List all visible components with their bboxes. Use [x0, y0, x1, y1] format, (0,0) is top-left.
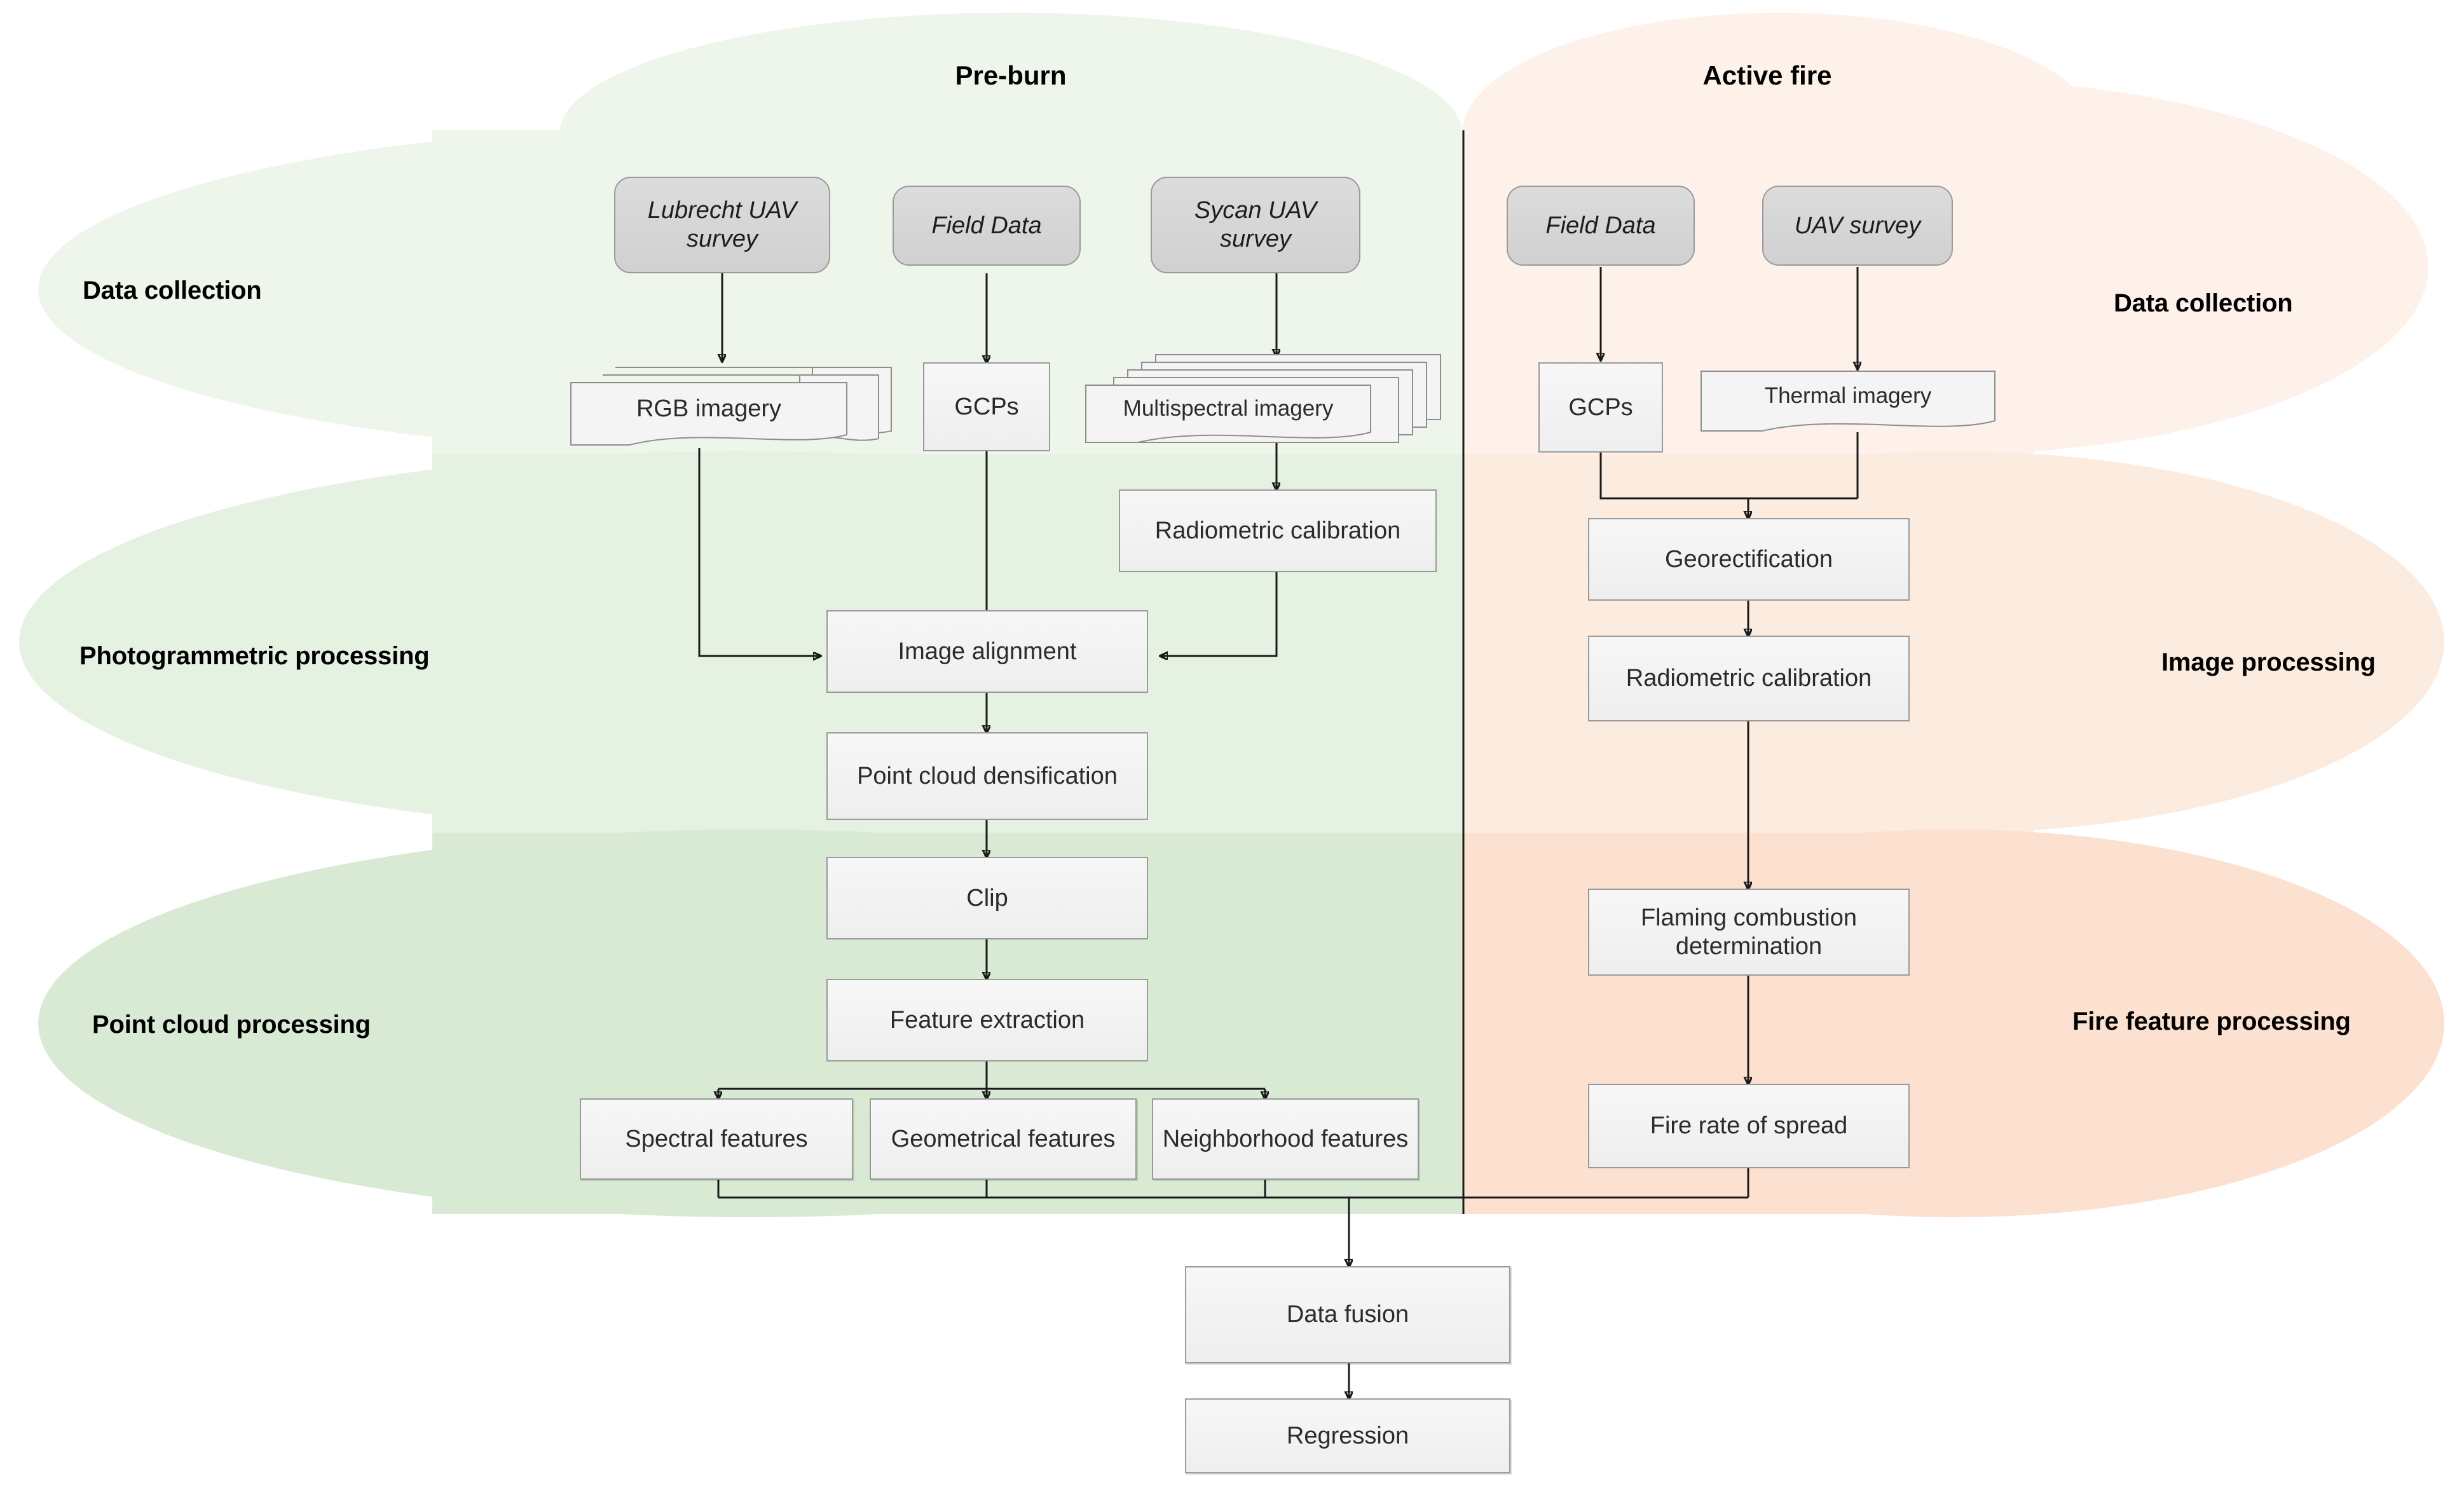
phase-title-preburn: Pre-burn	[955, 60, 1067, 90]
doc-thermal-imagery[interactable]: Thermal imagery	[1699, 369, 2016, 439]
lane-label-right-image-processing: Image processing	[2161, 648, 2376, 676]
node-radiometric-calibration-left[interactable]: Radiometric calibration	[1119, 489, 1437, 572]
phase-title-active-fire: Active fire	[1702, 60, 1832, 90]
node-georectification[interactable]: Georectification	[1588, 518, 1910, 601]
node-flaming-combustion-determination[interactable]: Flaming combustion determination	[1588, 889, 1910, 976]
node-geometrical-features[interactable]: Geometrical features	[870, 1098, 1137, 1180]
phase-cap-left-fill	[559, 130, 1462, 168]
doc-label-thermal-imagery: Thermal imagery	[1764, 383, 1932, 408]
node-regression[interactable]: Regression	[1185, 1398, 1510, 1473]
node-gcps-right[interactable]: GCPs	[1538, 362, 1663, 453]
doc-label-rgb-imagery: RGB imagery	[636, 395, 782, 422]
node-uav-survey-right[interactable]: UAV survey	[1762, 186, 1953, 266]
lane-label-left-data-collection: Data collection	[83, 276, 262, 304]
lane-label-right-fire-feature: Fire feature processing	[2072, 1007, 2351, 1035]
lane-label-right-data-collection: Data collection	[2114, 289, 2293, 317]
lane-label-left-pointcloud: Point cloud processing	[92, 1011, 371, 1039]
node-lubrecht-uav-survey[interactable]: Lubrecht UAV survey	[614, 177, 830, 273]
doc-multispectral-imagery[interactable]: Multispectral imagery	[1081, 351, 1449, 446]
lane-label-left-photogrammetric: Photogrammetric processing	[79, 642, 430, 670]
node-image-alignment[interactable]: Image alignment	[826, 610, 1148, 693]
doc-label-multispectral-imagery: Multispectral imagery	[1123, 396, 1334, 421]
node-radiometric-calibration-right[interactable]: Radiometric calibration	[1588, 636, 1910, 721]
node-gcps-left[interactable]: GCPs	[923, 362, 1050, 451]
node-point-cloud-densification[interactable]: Point cloud densification	[826, 732, 1148, 820]
node-sycan-uav-survey[interactable]: Sycan UAV survey	[1151, 177, 1360, 273]
node-field-data-left[interactable]: Field Data	[893, 186, 1081, 266]
node-spectral-features[interactable]: Spectral features	[580, 1098, 853, 1180]
node-data-fusion[interactable]: Data fusion	[1185, 1266, 1510, 1363]
node-fire-rate-of-spread[interactable]: Fire rate of spread	[1588, 1084, 1910, 1168]
phase-cap-right-fill	[1462, 130, 2098, 168]
doc-rgb-imagery[interactable]: RGB imagery	[566, 356, 903, 451]
node-clip[interactable]: Clip	[826, 857, 1148, 939]
node-field-data-right[interactable]: Field Data	[1507, 186, 1695, 266]
node-neighborhood-features[interactable]: Neighborhood features	[1152, 1098, 1419, 1180]
node-feature-extraction[interactable]: Feature extraction	[826, 979, 1148, 1061]
